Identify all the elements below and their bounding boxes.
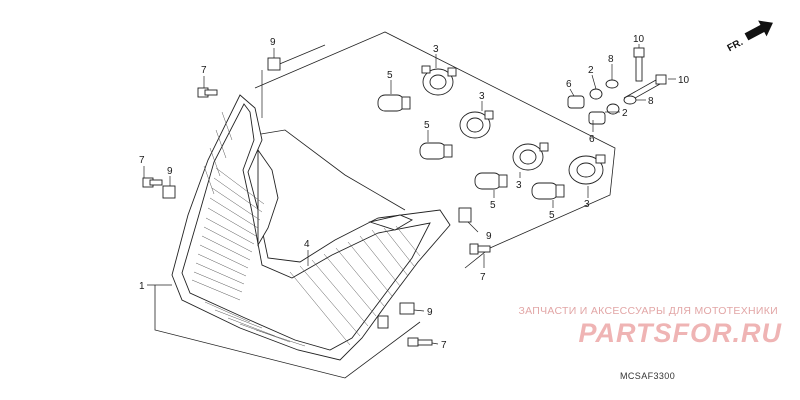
callout-3: 3 (516, 180, 522, 191)
socket-3-top (421, 65, 457, 96)
callout-7: 7 (201, 65, 207, 76)
collar-2-upper (589, 88, 603, 100)
socket-3-lower (512, 142, 549, 171)
callout-9: 9 (167, 166, 173, 177)
screw-7-top (197, 87, 218, 98)
callout-2: 2 (588, 65, 594, 76)
callout-8: 8 (648, 96, 654, 107)
callout-9: 9 (427, 307, 433, 318)
callout-7: 7 (441, 340, 447, 351)
socket-3-right (568, 154, 606, 185)
screw-7-bottom (407, 337, 433, 347)
callout-10: 10 (678, 75, 690, 86)
clip-9-bottom (399, 302, 415, 315)
watermark-logo: PARTSFOR.RU (578, 318, 782, 348)
callout-3: 3 (479, 91, 485, 102)
callout-9: 9 (486, 231, 492, 242)
callout-1: 1 (139, 281, 145, 292)
arrow-icon (744, 20, 773, 41)
diagram-part-code: MCSAF3300 (620, 371, 676, 381)
callout-5: 5 (387, 70, 393, 81)
screw-7-right (469, 243, 491, 255)
clip-9-top (267, 57, 281, 71)
callout-7: 7 (139, 155, 145, 166)
leader-lines (143, 44, 676, 345)
bulb-5-right (531, 182, 565, 200)
headlight-housing (171, 94, 451, 361)
callout-6: 6 (589, 134, 595, 145)
clip-9-right (458, 207, 472, 223)
callout-10: 10 (633, 34, 645, 45)
callout-4: 4 (304, 239, 310, 250)
callout-5: 5 (424, 120, 430, 131)
callout-6: 6 (566, 79, 572, 90)
screw-7-left (142, 177, 163, 188)
callout-7: 7 (480, 272, 486, 283)
callout-3: 3 (584, 199, 590, 210)
grommet-6-upper (567, 95, 585, 109)
callout-5: 5 (549, 210, 555, 221)
callouts: 9 7 7 9 3 5 3 5 3 5 5 3 6 2 8 10 10 8 2 … (139, 34, 690, 351)
tab-bracket (377, 315, 389, 329)
washer-8-upper (605, 79, 619, 89)
bulb-5-mid (419, 142, 453, 160)
callout-9: 9 (270, 37, 276, 48)
bulb-5-lower (474, 172, 508, 190)
callout-8: 8 (608, 54, 614, 65)
bolt-10-upper (633, 47, 645, 82)
clip-9-left (162, 185, 176, 199)
watermark-caption: ЗАПЧАСТИ И АКСЕССУАРЫ ДЛЯ МОТОТЕХНИКИ (518, 305, 778, 317)
socket-3-mid (459, 110, 494, 139)
bulb-5-top (377, 94, 411, 112)
front-direction-label: FR. (726, 37, 746, 54)
front-direction-arrow: FR. (726, 20, 773, 54)
callout-2: 2 (622, 108, 628, 119)
callout-3: 3 (433, 44, 439, 55)
washer-8-lower (623, 95, 637, 105)
callout-5: 5 (490, 200, 496, 211)
grommet-6-lower (588, 111, 606, 125)
collar-2-lower (606, 103, 620, 115)
